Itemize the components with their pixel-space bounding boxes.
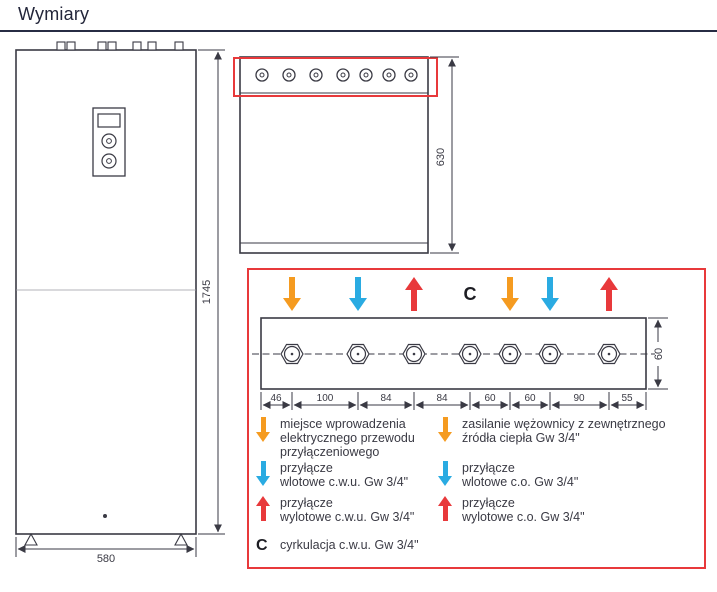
spacing-label: 60: [524, 393, 536, 404]
blue-down-arrow-icon: [438, 461, 453, 486]
legend-item-label: przyłącze wlotowe c.w.u. Gw 3/4": [280, 461, 409, 489]
red-up-arrow-icon: [600, 277, 618, 311]
legend-item-label: cyrkulacja c.w.u. Gw 3/4": [280, 538, 419, 552]
blue-down-arrow-icon: [541, 277, 559, 311]
spacing-label: 84: [380, 393, 392, 404]
spacing-label: 100: [317, 393, 334, 404]
orange-down-arrow-icon: [438, 417, 453, 442]
legend-item-label: przyłącze wlotowe c.o. Gw 3/4": [462, 461, 579, 489]
control-panel: [92, 107, 126, 177]
legend-item: przyłącze wlotowe c.w.u. Gw 3/4": [256, 461, 448, 489]
legend-item: C cyrkulacja c.w.u. Gw 3/4": [256, 538, 460, 554]
legend-item-label: przyłącze wylotowe c.o. Gw 3/4": [462, 496, 585, 524]
connection-area-highlight: [233, 57, 438, 97]
legend-item-label: zasilanie wężownicy z zewnętrznego źródł…: [462, 417, 666, 445]
red-up-arrow-icon: [438, 496, 453, 521]
circulation-marker: C: [463, 284, 477, 304]
strip-height-dimension-lines: [648, 317, 668, 390]
legend-item: zasilanie wężownicy z zewnętrznego źródł…: [438, 417, 702, 445]
spacing-label: 46: [270, 393, 282, 404]
red-up-arrow-icon: [256, 496, 271, 521]
legend-item: przyłącze wylotowe c.o. Gw 3/4": [438, 496, 702, 524]
top-view: [239, 56, 429, 254]
orange-down-arrow-icon: [283, 277, 301, 311]
front-view-dimension-lines: [15, 49, 225, 557]
front-view: [15, 41, 197, 546]
red-up-arrow-icon: [405, 277, 423, 311]
blue-down-arrow-icon: [349, 277, 367, 311]
page-title: Wymiary: [18, 4, 90, 24]
width-dimension-label: 580: [97, 553, 115, 565]
spacing-label: 90: [573, 393, 585, 404]
top-view-dimension-lines: [430, 56, 459, 254]
legend-item: przyłącze wlotowe c.o. Gw 3/4": [438, 461, 702, 489]
blue-down-arrow-icon: [256, 461, 271, 486]
orange-down-arrow-icon: [256, 417, 271, 442]
legend-item: miejsce wprowadzenia elektrycznego przew…: [256, 417, 448, 459]
title-divider: [0, 30, 717, 32]
connection-strip: [252, 317, 655, 390]
circulation-marker: C: [256, 537, 268, 554]
detail-callout-box: [247, 268, 706, 569]
spacing-dimension-lines: [260, 392, 647, 410]
spacing-label: 55: [621, 393, 633, 404]
depth-dimension-label: 630: [435, 148, 447, 166]
legend-item-label: przyłącze wylotowe c.w.u. Gw 3/4": [280, 496, 415, 524]
legend-item: przyłącze wylotowe c.w.u. Gw 3/4": [256, 496, 448, 524]
strip-height-label: 60: [653, 348, 665, 360]
height-dimension-label: 1745: [201, 280, 213, 304]
orange-down-arrow-icon: [501, 277, 519, 311]
spacing-label: 84: [436, 393, 448, 404]
legend-item-label: miejsce wprowadzenia elektrycznego przew…: [280, 417, 415, 459]
spacing-label: 60: [484, 393, 496, 404]
